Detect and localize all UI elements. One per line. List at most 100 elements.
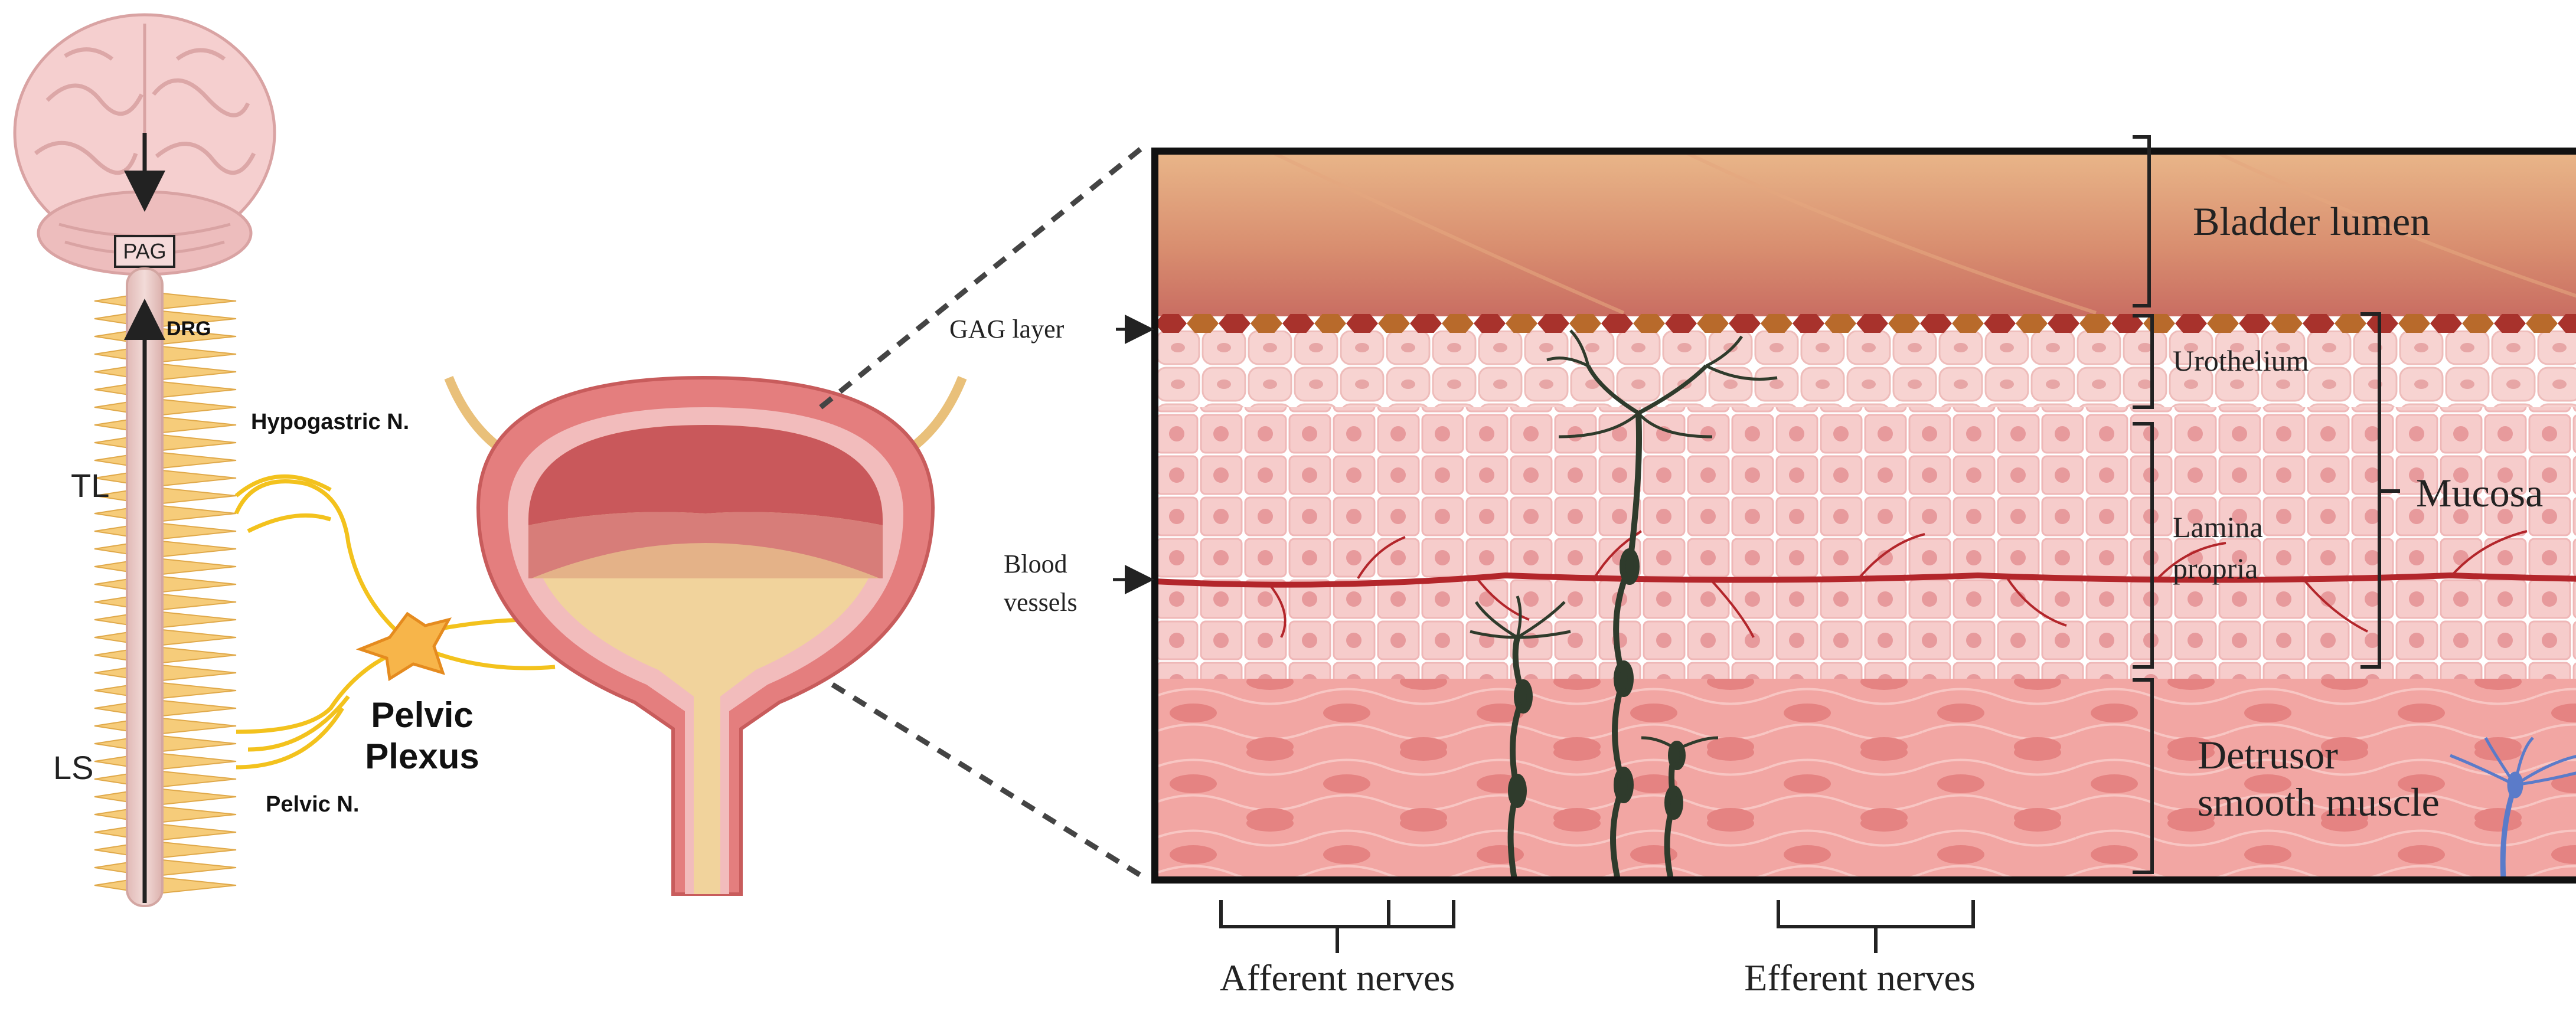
zoom-line-bottom xyxy=(831,682,1144,879)
drg-spike xyxy=(156,362,237,381)
drg-spike xyxy=(156,681,237,700)
gag-hexagon xyxy=(2271,314,2303,333)
nerve-varicosity xyxy=(1614,767,1634,803)
blood-vessels-label-2: vessels xyxy=(1004,588,1078,617)
detrusor-label-1: Detrusor xyxy=(2198,732,2338,777)
drg-spike xyxy=(156,593,237,611)
detrusor-label-2: smooth muscle xyxy=(2198,780,2440,824)
drg-spike xyxy=(156,610,237,629)
drg-spike xyxy=(156,469,237,487)
nerve-varicosity xyxy=(1514,679,1533,714)
gag-hexagon xyxy=(1251,314,1282,333)
gag-layer-label: GAG layer xyxy=(949,315,1065,343)
gag-hexagon xyxy=(2335,314,2366,333)
gag-hexagon xyxy=(2398,314,2430,333)
drg-spike xyxy=(156,699,237,718)
bottom-brackets xyxy=(1219,900,1975,953)
gag-hexagon xyxy=(1697,314,1729,333)
gag-hexagon xyxy=(1442,314,1474,333)
gag-hexagon xyxy=(1282,314,1314,333)
blood-vessels xyxy=(1155,530,2576,638)
gag-hexagon xyxy=(2048,314,2079,333)
gag-hexagon xyxy=(1856,314,1888,333)
gag-hexagon xyxy=(1474,314,1506,333)
drg-spike xyxy=(156,770,237,788)
drg-spike xyxy=(156,876,237,895)
zoom-line-top xyxy=(819,145,1144,410)
gag-hexagon xyxy=(2016,314,2048,333)
lamina-propria-label-2: propria xyxy=(2173,552,2258,585)
gag-hexagon xyxy=(2430,314,2462,333)
drg-spike xyxy=(156,823,237,842)
gag-hexagon xyxy=(1346,314,1378,333)
drg-spike xyxy=(156,451,237,470)
gag-hexagon xyxy=(1729,314,1761,333)
afferent-nerve-fibers xyxy=(1470,329,1778,880)
gag-hexagon xyxy=(1314,314,1346,333)
gag-hexagon xyxy=(2239,314,2271,333)
gag-hexagon xyxy=(2303,314,2335,333)
gag-hexagon xyxy=(1410,314,1442,333)
gag-hexagon xyxy=(2366,314,2398,333)
lamina-propria-layer xyxy=(1155,407,2576,679)
gag-hexagon xyxy=(1633,314,1665,333)
gag-layer xyxy=(1155,314,2576,333)
drg-spike xyxy=(156,628,237,647)
drg-spike xyxy=(156,858,237,877)
hypogastric-label: Hypogastric N. xyxy=(251,410,409,434)
drg-spike xyxy=(156,840,237,859)
drg-spike xyxy=(156,805,237,824)
gag-hexagon xyxy=(1378,314,1410,333)
drg-spike xyxy=(156,398,237,417)
gag-hexagon xyxy=(1665,314,1697,333)
gag-hexagon xyxy=(2494,314,2526,333)
gag-hexagon xyxy=(2526,314,2558,333)
gag-hexagon xyxy=(2079,314,2111,333)
efferent-nerves-label: Efferent nerves xyxy=(1744,957,1976,999)
gag-hexagon xyxy=(1506,314,1537,333)
pelvic-plexus-label-2: Plexus xyxy=(365,737,479,776)
urothelium-layer xyxy=(1155,331,2576,407)
tl-label: TL xyxy=(71,467,109,504)
nerve-varicosity xyxy=(1508,774,1527,808)
nerve-varicosity xyxy=(1620,548,1640,585)
blood-vessels-label-1: Blood xyxy=(1004,549,1067,578)
nerve-varicosity xyxy=(1664,786,1683,820)
drg-spike xyxy=(156,292,237,310)
right-brackets xyxy=(2133,135,2400,874)
drg-spike xyxy=(156,646,237,665)
gag-hexagon xyxy=(1155,314,1187,333)
drg-spike xyxy=(156,716,237,735)
pelvic-nerve-label: Pelvic N. xyxy=(266,792,359,817)
gag-hexagon xyxy=(1888,314,1920,333)
dorsal-root-ganglia xyxy=(94,292,237,895)
drg-spike xyxy=(156,752,237,771)
nerve-varicosity xyxy=(1668,741,1686,770)
gag-hexagon xyxy=(1920,314,1952,333)
bladder xyxy=(444,375,967,896)
drg-spike xyxy=(156,557,237,576)
tissue-frame xyxy=(1151,148,2576,884)
nerve-varicosity xyxy=(1614,660,1634,697)
tissue-section xyxy=(1151,148,2576,884)
pelvic-nerve xyxy=(236,653,391,770)
gag-hexagon xyxy=(1537,314,1569,333)
gag-hexagon xyxy=(2558,314,2576,333)
lumen-layer xyxy=(1155,151,2576,316)
gag-hexagon xyxy=(2175,314,2207,333)
lamina-propria-label-1: Lamina xyxy=(2173,511,2263,544)
hypogastric-nerve xyxy=(234,474,409,642)
gag-hexagon xyxy=(2462,314,2494,333)
drg-spike xyxy=(156,575,237,594)
drg-spike xyxy=(156,486,237,505)
drg-spike xyxy=(156,345,237,364)
efferent-nerve-fibers xyxy=(2450,737,2576,880)
drg-spike xyxy=(156,522,237,541)
gag-hexagon xyxy=(1569,314,1601,333)
gag-hexagon xyxy=(2207,314,2239,333)
pag-label: PAG xyxy=(123,239,166,263)
drg-spike xyxy=(156,504,237,523)
gag-hexagon xyxy=(1601,314,1633,333)
gag-hexagon xyxy=(1219,314,1251,333)
